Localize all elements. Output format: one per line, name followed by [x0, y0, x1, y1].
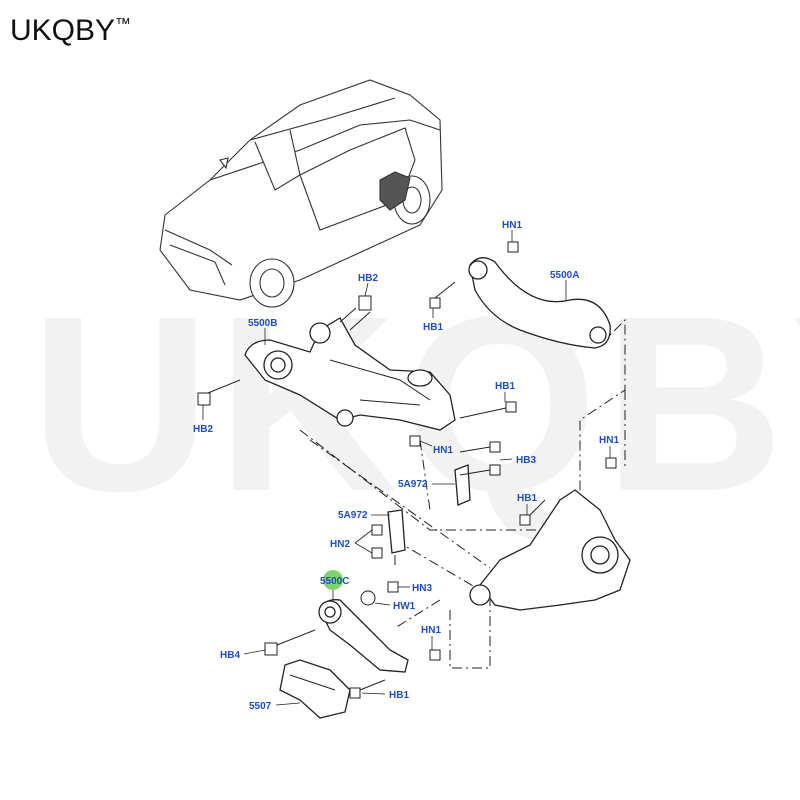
label-5a972-b: 5A972 [338, 510, 368, 521]
label-5a972-a: 5A972 [398, 479, 428, 490]
label-hn1-mid: HN1 [433, 445, 453, 456]
label-5500a: 5500A [550, 270, 579, 281]
label-hn1-right: HN1 [599, 435, 619, 446]
label-hb1-b: HB1 [495, 381, 515, 392]
vehicle-illustration [159, 79, 443, 308]
brand-trademark: ™ [115, 16, 132, 33]
part-labels: HN1 HB2 5500A 5500B HB1 HB2 HB1 HN1 HN1 … [193, 220, 619, 712]
label-hb3: HB3 [516, 455, 536, 466]
label-hb1-c: HB1 [517, 493, 537, 504]
upper-control-arm-5500a [468, 257, 611, 349]
crossmember-5500b [244, 317, 456, 431]
label-hn3: HN3 [412, 583, 432, 594]
label-5500c: 5500C [320, 576, 349, 587]
label-hn2: HN2 [330, 539, 350, 550]
lower-control-arm-5500c [318, 599, 409, 673]
label-hb1-a: HB1 [423, 322, 443, 333]
label-leaders [202, 230, 611, 706]
brand-logo: UKQBY™ [10, 14, 131, 48]
label-5507: 5507 [249, 701, 272, 712]
fasteners [197, 241, 617, 699]
label-hn1-top: HN1 [502, 220, 522, 231]
label-hb1-d: HB1 [389, 690, 409, 701]
highlight-marker [323, 570, 343, 590]
brand-name: UKQBY [10, 14, 116, 47]
label-hb2-top: HB2 [358, 273, 378, 284]
assembly-leader-lines [299, 318, 626, 669]
label-5500b: 5500B [248, 318, 277, 329]
hub-knuckle [469, 489, 631, 611]
shield-5507 [279, 659, 351, 719]
label-hw1: HW1 [393, 601, 416, 612]
label-hb4: HB4 [220, 650, 240, 661]
bracket-5a972 [387, 464, 471, 554]
label-hn1-low: HN1 [421, 625, 441, 636]
label-hb2-left: HB2 [193, 424, 213, 435]
